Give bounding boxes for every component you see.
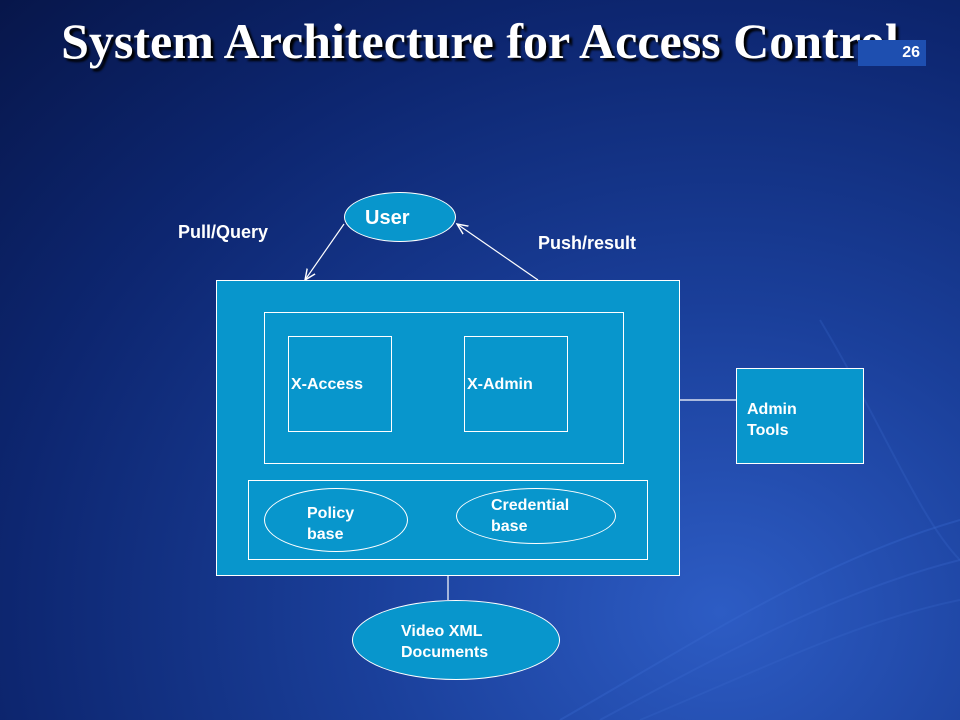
x-admin-box [464,336,568,432]
user-node: User [344,192,456,242]
admin-tools-box: Admin Tools [736,368,864,464]
video-xml-label-line2: Documents [401,644,489,661]
push-result-label: Push/result [538,233,637,253]
user-label: User [365,207,410,229]
credential-base-label-line2: base [491,518,528,535]
video-xml-documents-node: Video XML Documents [352,600,560,680]
policy-base-label-line2: base [307,526,344,543]
pull-query-label: Pull/Query [178,222,269,242]
admin-tools-label-line1: Admin [747,401,797,418]
x-admin-label: X-Admin [467,376,533,393]
policy-base-label-line1: Policy [307,505,355,522]
x-access-box [288,336,392,432]
video-xml-label-line1: Video XML [401,623,483,640]
credential-base-node: Credential base [456,488,616,544]
page-number: 26 [858,40,926,66]
slide-title: System Architecture for Access Control [61,13,899,69]
credential-base-label-line1: Credential [491,497,570,514]
x-access-label: X-Access [291,376,364,393]
admin-tools-label-line2: Tools [747,422,789,439]
policy-base-node: Policy base [264,488,408,552]
